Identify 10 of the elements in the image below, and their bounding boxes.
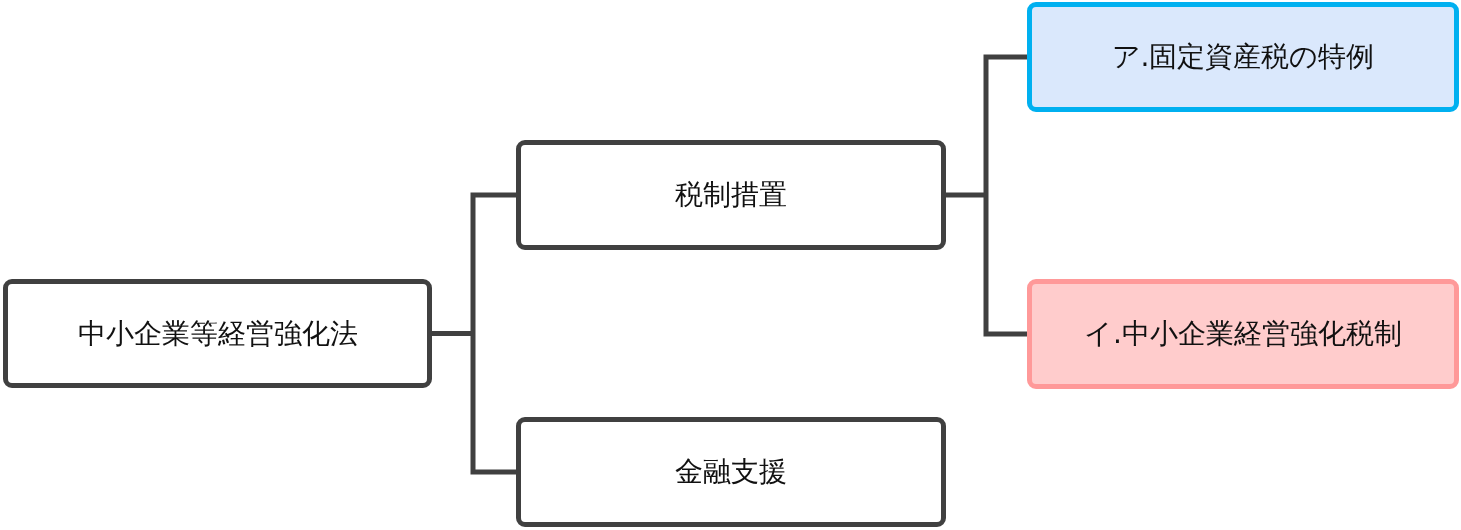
tree-box <box>3 279 432 388</box>
tree-box <box>1027 2 1459 112</box>
box-label: 税制措置 <box>675 177 787 213</box>
tree-box <box>1027 279 1459 389</box>
box-label: イ.中小企業経営強化税制 <box>1084 316 1402 352</box>
box-label: ア.固定資産税の特例 <box>1111 39 1375 75</box>
tree-box <box>516 417 946 527</box>
tree-box <box>516 140 946 250</box>
box-label: 中小企業等経営強化法 <box>77 315 358 352</box>
box-label: 金融支援 <box>675 454 787 490</box>
